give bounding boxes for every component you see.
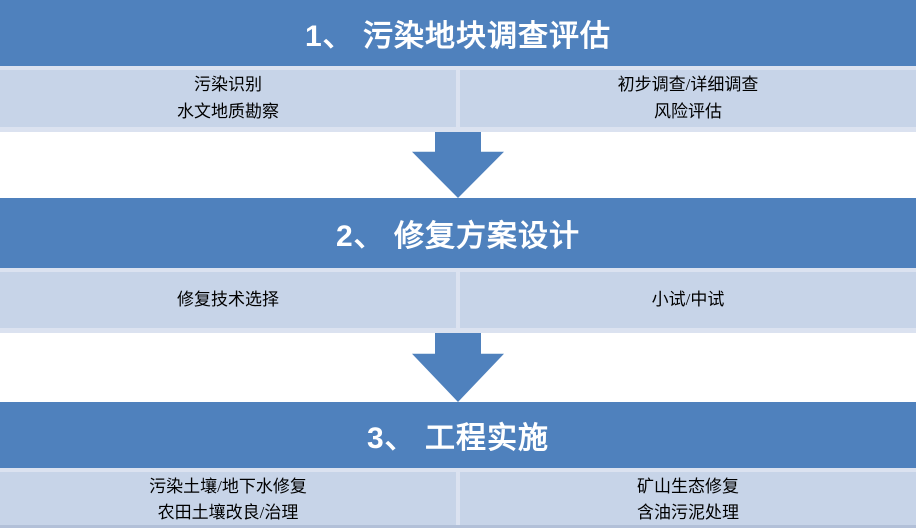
stage-1-header: 1、 污染地块调查评估 [0,0,916,66]
stage-1-column-divider [456,70,460,127]
stage-2-left-item-1: 修复技术选择 [177,289,279,309]
stage-1-left-cell: 污染识别 水文地质勘察 [0,70,456,127]
stage-2-right-cell: 小试/中试 [460,272,916,328]
stage-3-right-item-2: 含油污泥处理 [637,502,739,522]
stage-2-column-divider [456,272,460,328]
stage-3-left-item-1: 污染土壤/地下水修复 [149,476,307,496]
stage-1-right-item-2: 风险评估 [654,101,722,121]
stage-1-title: 1、 污染地块调查评估 [304,20,612,53]
stage-3-left-item-2: 农田土壤改良/治理 [157,502,299,522]
stage-2-right-item-1: 小试/中试 [651,289,725,309]
stage-3-right-item-1: 矿山生态修复 [637,476,739,496]
stage-2-title: 2、 修复方案设计 [335,220,581,253]
stage-3-cells: 污染土壤/地下水修复 农田土壤改良/治理 矿山生态修复 含油污泥处理 [0,472,916,528]
stage-1-left-item-1: 污染识别 [194,75,262,95]
stage-3-column-divider [456,472,460,528]
stage-1-right-item-1: 初步调查/详细调查 [617,75,759,95]
stage-3-header-separator [0,468,916,472]
stage-1-cells: 污染识别 水文地质勘察 初步调查/详细调查 风险评估 [0,70,916,127]
stage-2-left-cell: 修复技术选择 [0,272,456,328]
stage-3-title: 3、 工程实施 [366,422,550,455]
stage-1-header-separator [0,66,916,70]
stage-1-left-item-2: 水文地质勘察 [177,101,279,121]
stage-2-cells: 修复技术选择 小试/中试 [0,272,916,328]
stage-1-right-cell: 初步调查/详细调查 风险评估 [460,70,916,127]
stage-2-header-separator [0,268,916,272]
arrow-down-icon-1 [412,132,504,198]
bottom-edge-line [0,525,916,528]
stage-3-header: 3、 工程实施 [0,402,916,468]
arrow-down-icon-2 [412,333,504,402]
stage-2-bottom-separator [0,328,916,333]
stage-3-left-cell: 污染土壤/地下水修复 农田土壤改良/治理 [0,472,456,528]
stage-2-header: 2、 修复方案设计 [0,198,916,268]
stage-3-right-cell: 矿山生态修复 含油污泥处理 [460,472,916,528]
stage-1-bottom-separator [0,127,916,132]
